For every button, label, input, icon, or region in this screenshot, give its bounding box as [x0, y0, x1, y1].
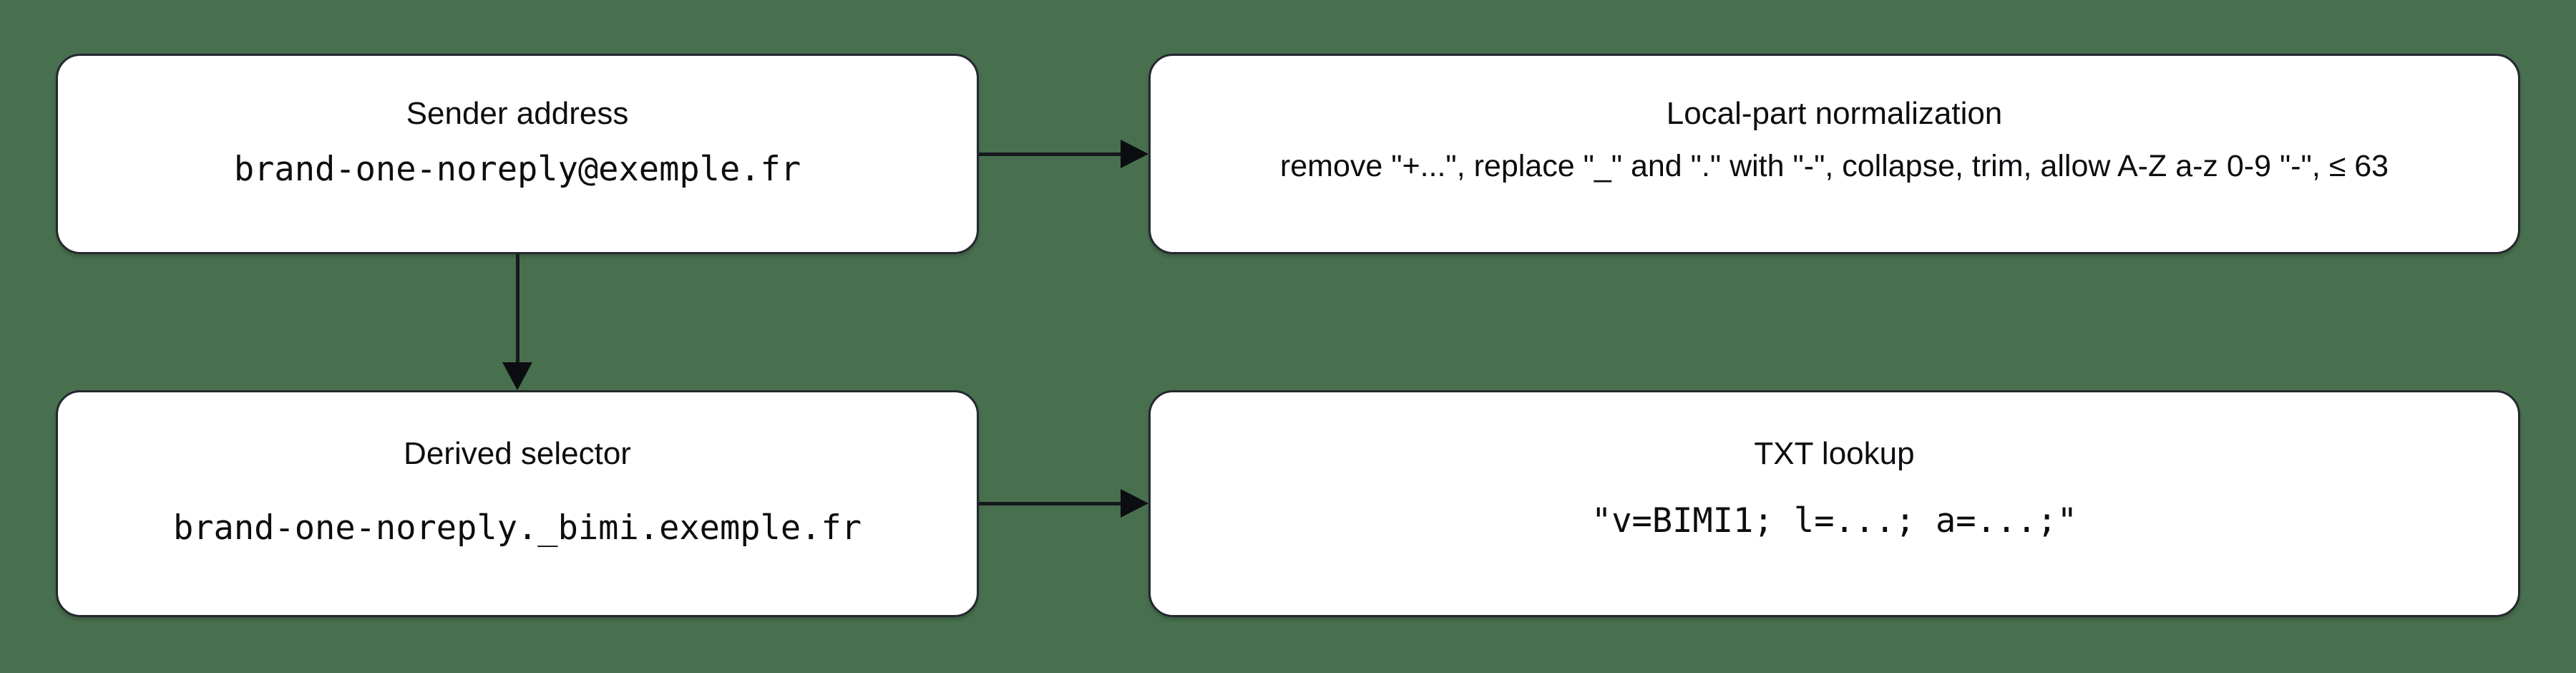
- node-title: Derived selector: [404, 436, 631, 471]
- arrowhead-right-icon: [1121, 489, 1148, 518]
- node-value: brand-one-noreply._bimi.exemple.fr: [172, 508, 862, 548]
- edge-sender-to-normalization-line: [979, 152, 1123, 156]
- node-value: brand-one-noreply@exemple.fr: [233, 150, 801, 189]
- node-title: Local-part normalization: [1666, 96, 2003, 131]
- edge-sender-to-selector-line: [516, 254, 519, 364]
- arrowhead-right-icon: [1121, 140, 1148, 168]
- edge-selector-to-txt-line: [979, 502, 1123, 505]
- node-value: remove "+...", replace "_" and "." with …: [1279, 149, 2389, 183]
- arrowhead-down-icon: [502, 362, 532, 390]
- node-txt-lookup: TXT lookup "v=BIMI1; l=...; a=...;": [1148, 390, 2520, 617]
- node-local-part-normalization: Local-part normalization remove "+...", …: [1148, 54, 2520, 254]
- node-derived-selector: Derived selector brand-one-noreply._bimi…: [56, 390, 979, 617]
- node-title: TXT lookup: [1754, 436, 1915, 471]
- node-title: Sender address: [406, 96, 629, 131]
- node-value: "v=BIMI1; l=...; a=...;": [1591, 501, 2078, 541]
- node-sender-address: Sender address brand-one-noreply@exemple…: [56, 54, 979, 254]
